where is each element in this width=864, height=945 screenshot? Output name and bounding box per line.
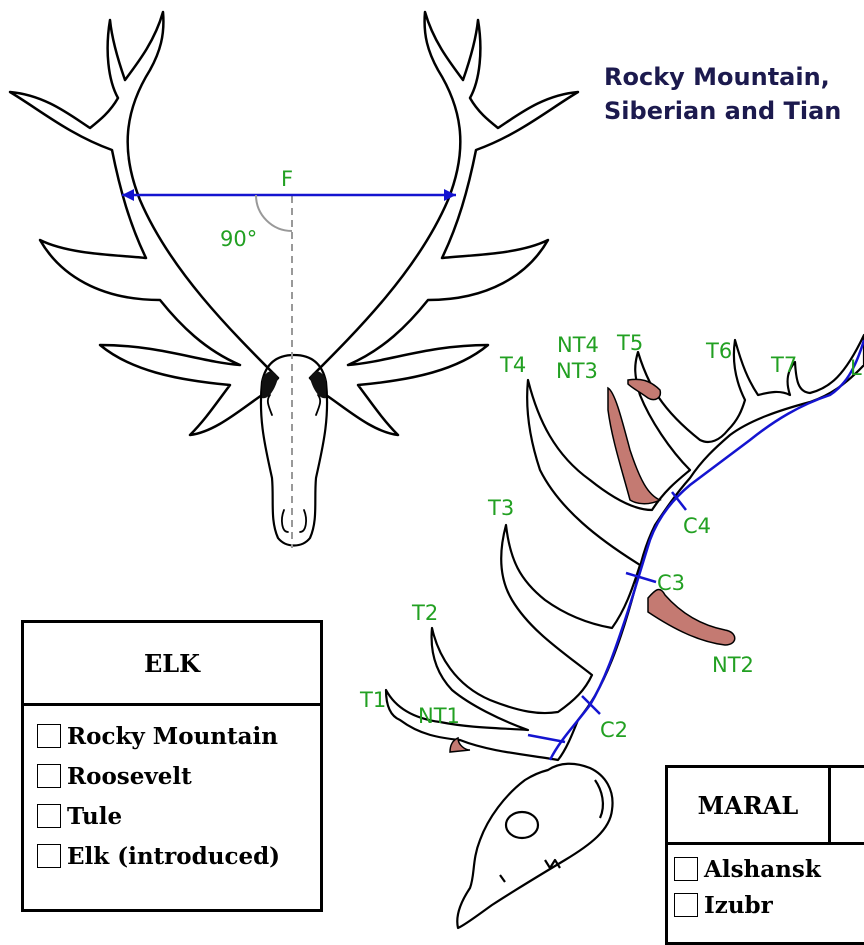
side-view-antler [386, 335, 864, 760]
elk-heading: ELK [24, 623, 320, 706]
left-antler [10, 12, 278, 435]
option-elk-introduced[interactable]: Elk (introduced) [24, 836, 320, 876]
spread-label: F [281, 167, 293, 191]
option-izubr[interactable]: Izubr [668, 887, 864, 923]
title-line-2: Siberian and Tian [604, 94, 841, 128]
label-t2: T2 [411, 601, 438, 625]
label-t1: T1 [359, 688, 386, 712]
angle-label: 90° [220, 227, 257, 251]
label-t3: T3 [487, 496, 514, 520]
label-t4: T4 [499, 353, 526, 377]
elk-options: Rocky Mountain Roosevelt Tule Elk (intro… [24, 706, 320, 876]
elk-category-box: ELK Rocky Mountain Roosevelt Tule Elk (i… [21, 620, 323, 912]
spread-arrow-right [444, 189, 456, 201]
maral-options: Alshansk Izubr [668, 845, 864, 923]
checkbox-izubr[interactable] [674, 893, 698, 917]
label-c4: C4 [683, 514, 711, 538]
option-alshansk[interactable]: Alshansk [668, 851, 864, 887]
label-c2: C2 [600, 718, 628, 742]
label-nt4: NT4 [557, 333, 599, 357]
right-angle-arc [256, 195, 292, 231]
label-t7: T7 [770, 353, 797, 377]
circ-c3-line [626, 573, 656, 582]
maral-heading-divider [828, 768, 831, 842]
label-l: L [850, 356, 862, 380]
label-t6: T6 [705, 339, 732, 363]
checkbox-tule[interactable] [37, 804, 61, 828]
nt2-point [648, 589, 735, 645]
title-line-1: Rocky Mountain, [604, 60, 841, 94]
front-view-antlers [10, 12, 578, 546]
right-antler [310, 12, 578, 435]
diagram-title: Rocky Mountain, Siberian and Tian [604, 60, 841, 128]
label-t5: T5 [616, 331, 643, 355]
main-beam-line [550, 340, 864, 760]
label-nt2: NT2 [712, 653, 754, 677]
option-rocky-mountain[interactable]: Rocky Mountain [24, 716, 320, 756]
maral-heading: MARAL [668, 768, 864, 845]
label-nt3: NT3 [556, 359, 598, 383]
side-skull [457, 764, 612, 928]
checkbox-roosevelt[interactable] [37, 764, 61, 788]
label-nt1: NT1 [418, 704, 460, 728]
maral-category-box: MARAL Alshansk Izubr [665, 765, 864, 945]
checkbox-rocky-mountain[interactable] [37, 724, 61, 748]
option-tule[interactable]: Tule [24, 796, 320, 836]
option-roosevelt[interactable]: Roosevelt [24, 756, 320, 796]
label-c3: C3 [657, 571, 685, 595]
checkbox-alshansk[interactable] [674, 857, 698, 881]
checkbox-elk-introduced[interactable] [37, 844, 61, 868]
